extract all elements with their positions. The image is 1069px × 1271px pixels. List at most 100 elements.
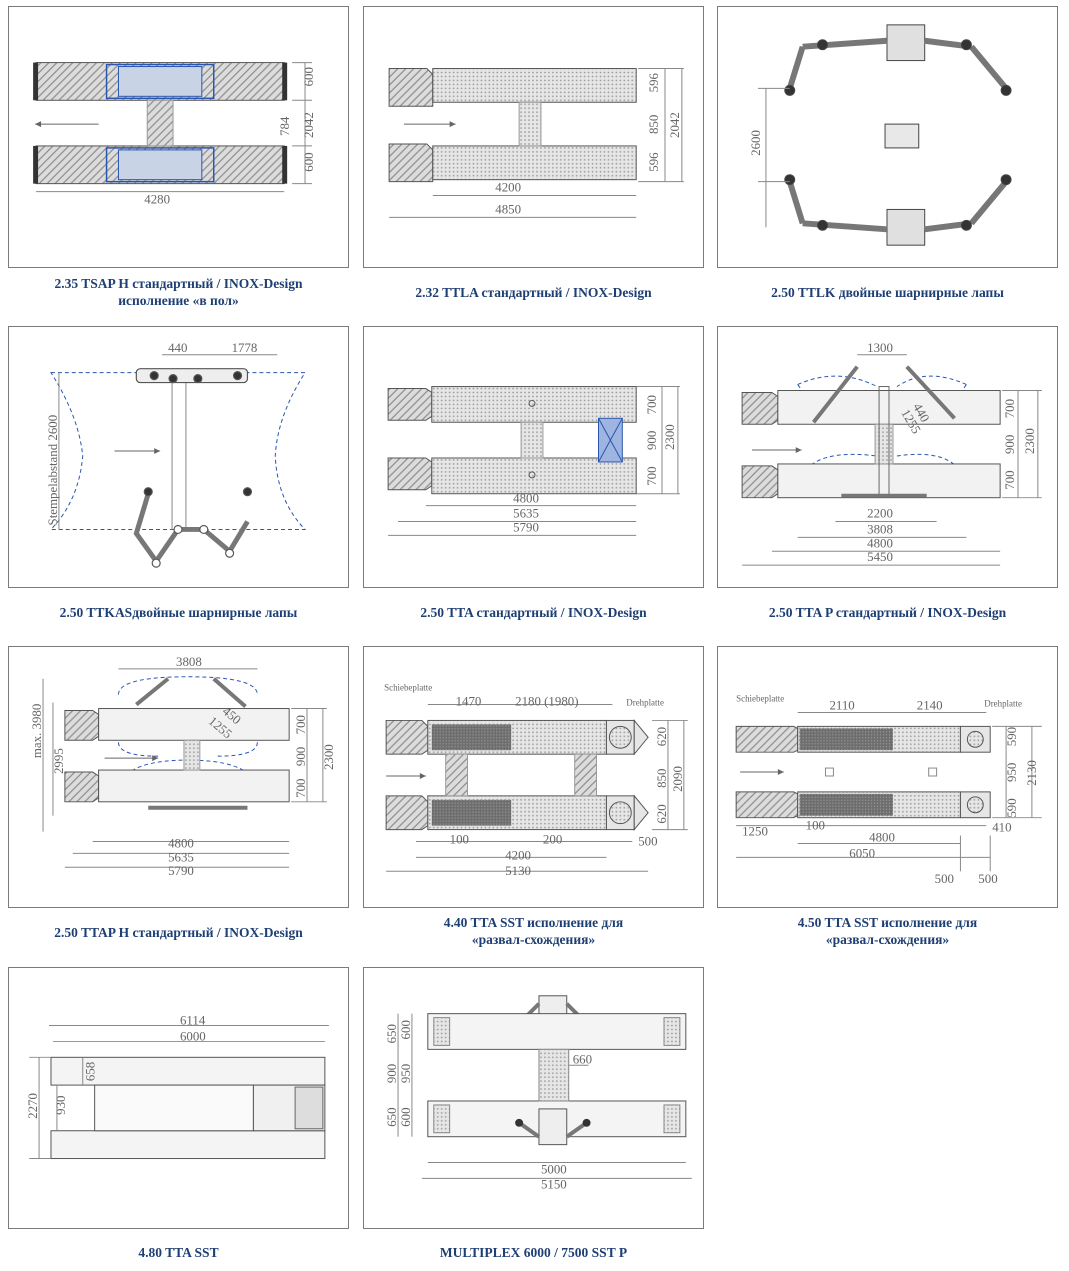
caption-tta-sst-440: 4.40 TTA SST исполнение для «развал-схож… — [443, 915, 624, 947]
dim-2110: 2110 — [829, 699, 854, 713]
drawing-tta-sst-450: Schiebeplatte Drehplatte 2110 2140 590 9… — [735, 694, 1042, 886]
dim-4280: 4280 — [144, 192, 170, 206]
panel-ttkas: 440 1778 Stempelabstand 2600 — [8, 326, 349, 588]
dim-stempelabstand: Stempelabstand 2600 — [46, 415, 60, 526]
dim-2140: 2140 — [917, 699, 943, 713]
dim-500-right: 500 — [978, 872, 997, 886]
dim-2270: 2270 — [26, 1093, 40, 1119]
dim-2090: 2090 — [671, 766, 685, 792]
dim-5450: 5450 — [867, 550, 893, 564]
caption-tta-sst-480: 4.80 TTA SST — [138, 1245, 219, 1260]
dim-1250: 1250 — [742, 825, 768, 839]
dim-100: 100 — [806, 819, 825, 833]
dim-1300: 1300 — [867, 341, 893, 355]
dim-596-top: 596 — [647, 72, 661, 92]
dim-2042: 2042 — [302, 112, 316, 138]
panel-tta: 700 900 2300 700 4800 5635 5790 — [363, 326, 704, 588]
dim-6114: 6114 — [180, 1014, 206, 1028]
dim-2300: 2300 — [322, 744, 336, 770]
dim-6000: 6000 — [180, 1029, 206, 1043]
dim-590-bottom: 590 — [1005, 798, 1019, 817]
dim-1778: 1778 — [232, 341, 258, 355]
dim-2600: 2600 — [749, 130, 763, 156]
dim-950: 950 — [399, 1064, 413, 1083]
dim-5150: 5150 — [541, 1177, 567, 1191]
dim-4800: 4800 — [869, 831, 895, 845]
dim-2995: 2995 — [52, 748, 66, 774]
caption-ttkas: 2.50 TTKASдвойные шарнирные лапы — [59, 605, 298, 620]
dim-620-top: 620 — [655, 727, 669, 746]
dim-700-bottom: 700 — [1003, 470, 1017, 489]
label-schiebeplatte: Schiebeplatte — [736, 694, 784, 704]
panel-tta-p: 1300 440 1255 700 900 2300 700 2200 3808… — [717, 326, 1058, 588]
dim-5790: 5790 — [168, 864, 194, 878]
dim-4850: 4850 — [495, 202, 521, 216]
dim-440: 440 — [168, 341, 187, 355]
caption-tta-sst-450: 4.50 TTA SST исполнение для «развал-схож… — [797, 915, 978, 947]
dim-max-3980: max. 3980 — [30, 704, 44, 758]
dim-2042: 2042 — [668, 112, 682, 138]
dim-658: 658 — [84, 1062, 98, 1081]
dim-2300: 2300 — [663, 424, 677, 450]
dim-100: 100 — [450, 832, 469, 846]
label-drehplatte: Drehplatte — [626, 698, 664, 708]
dim-700-top: 700 — [645, 395, 659, 414]
dim-1470: 1470 — [456, 695, 482, 709]
dim-590-top: 590 — [1005, 727, 1019, 746]
dim-700-top: 700 — [294, 715, 308, 734]
panel-ttap-h: 3808 450 1255 max. 3980 2995 700 900 700… — [8, 646, 349, 908]
dim-900: 900 — [645, 431, 659, 450]
dim-900: 900 — [385, 1064, 399, 1083]
dim-850: 850 — [647, 115, 661, 134]
dim-5130: 5130 — [505, 864, 531, 878]
drawing-tsap-h: 600 784 2042 600 4280 — [33, 62, 316, 206]
panel-tta-sst-450: Schiebeplatte Drehplatte 2110 2140 590 9… — [717, 646, 1058, 908]
dim-3808: 3808 — [867, 522, 893, 536]
dim-900: 900 — [1003, 435, 1017, 454]
dim-4200: 4200 — [495, 181, 521, 195]
dim-930: 930 — [54, 1096, 68, 1115]
caption-multiplex: MULTIPLEX 6000 / 7500 SST P — [439, 1245, 628, 1260]
drawing-ttlk: 2600 — [749, 24, 1012, 246]
dim-600-bottom: 600 — [399, 1107, 413, 1126]
dim-600-top: 600 — [399, 1020, 413, 1039]
dim-200: 200 — [543, 832, 562, 846]
panel-tta-sst-480: 6114 6000 2270 930 658 — [8, 967, 349, 1229]
dim-2180: 2180 (1980) — [515, 695, 578, 709]
caption-ttlk: 2.50 TTLK двойные шарнирные лапы — [771, 285, 1004, 300]
dim-4800: 4800 — [513, 492, 539, 506]
dim-5000: 5000 — [541, 1162, 567, 1176]
dim-3808: 3808 — [176, 655, 202, 669]
panel-tta-sst-440: Schiebeplatte Drehplatte 1470 2180 (1980… — [363, 646, 704, 908]
dim-4200: 4200 — [505, 848, 531, 862]
dim-4800: 4800 — [168, 836, 194, 850]
caption-tta: 2.50 TTA стандартный / INOX-Design — [420, 605, 647, 620]
dim-4800: 4800 — [867, 536, 893, 550]
dim-784: 784 — [278, 116, 292, 136]
drawing-tta-sst-480: 6114 6000 2270 930 658 — [26, 1014, 329, 1160]
dim-620-bottom: 620 — [655, 804, 669, 823]
dim-2300: 2300 — [1023, 428, 1037, 454]
panel-tsap-h: 600 784 2042 600 4280 — [8, 6, 349, 268]
panel-ttla: 596 850 2042 596 4200 4850 — [363, 6, 704, 268]
drawing-tta: 700 900 2300 700 4800 5635 5790 — [387, 386, 680, 536]
dim-650-top: 650 — [385, 1024, 399, 1043]
dim-500: 500 — [638, 834, 657, 848]
dim-2130: 2130 — [1025, 760, 1039, 786]
label-schiebeplatte: Schiebeplatte — [384, 683, 432, 693]
drawing-ttap-h: 3808 450 1255 max. 3980 2995 700 900 700… — [30, 655, 336, 878]
dim-850: 850 — [655, 769, 669, 788]
drawing-ttla: 596 850 2042 596 4200 4850 — [388, 68, 684, 218]
dim-500-left: 500 — [935, 872, 954, 886]
caption-ttla: 2.32 TTLA стандартный / INOX-Design — [415, 285, 652, 300]
dim-6050: 6050 — [849, 846, 875, 860]
dim-700-bottom: 700 — [645, 466, 659, 485]
dim-600-top: 600 — [302, 67, 316, 86]
dim-900: 900 — [294, 747, 308, 766]
caption-tta-p: 2.50 TTA P стандартный / INOX-Design — [768, 605, 1007, 620]
dim-700-bottom: 700 — [294, 778, 308, 797]
panel-ttlk: 2600 — [717, 6, 1058, 268]
dim-650-bottom: 650 — [385, 1107, 399, 1126]
drawing-ttkas: 440 1778 Stempelabstand 2600 — [46, 341, 307, 568]
dim-410: 410 — [992, 821, 1011, 835]
